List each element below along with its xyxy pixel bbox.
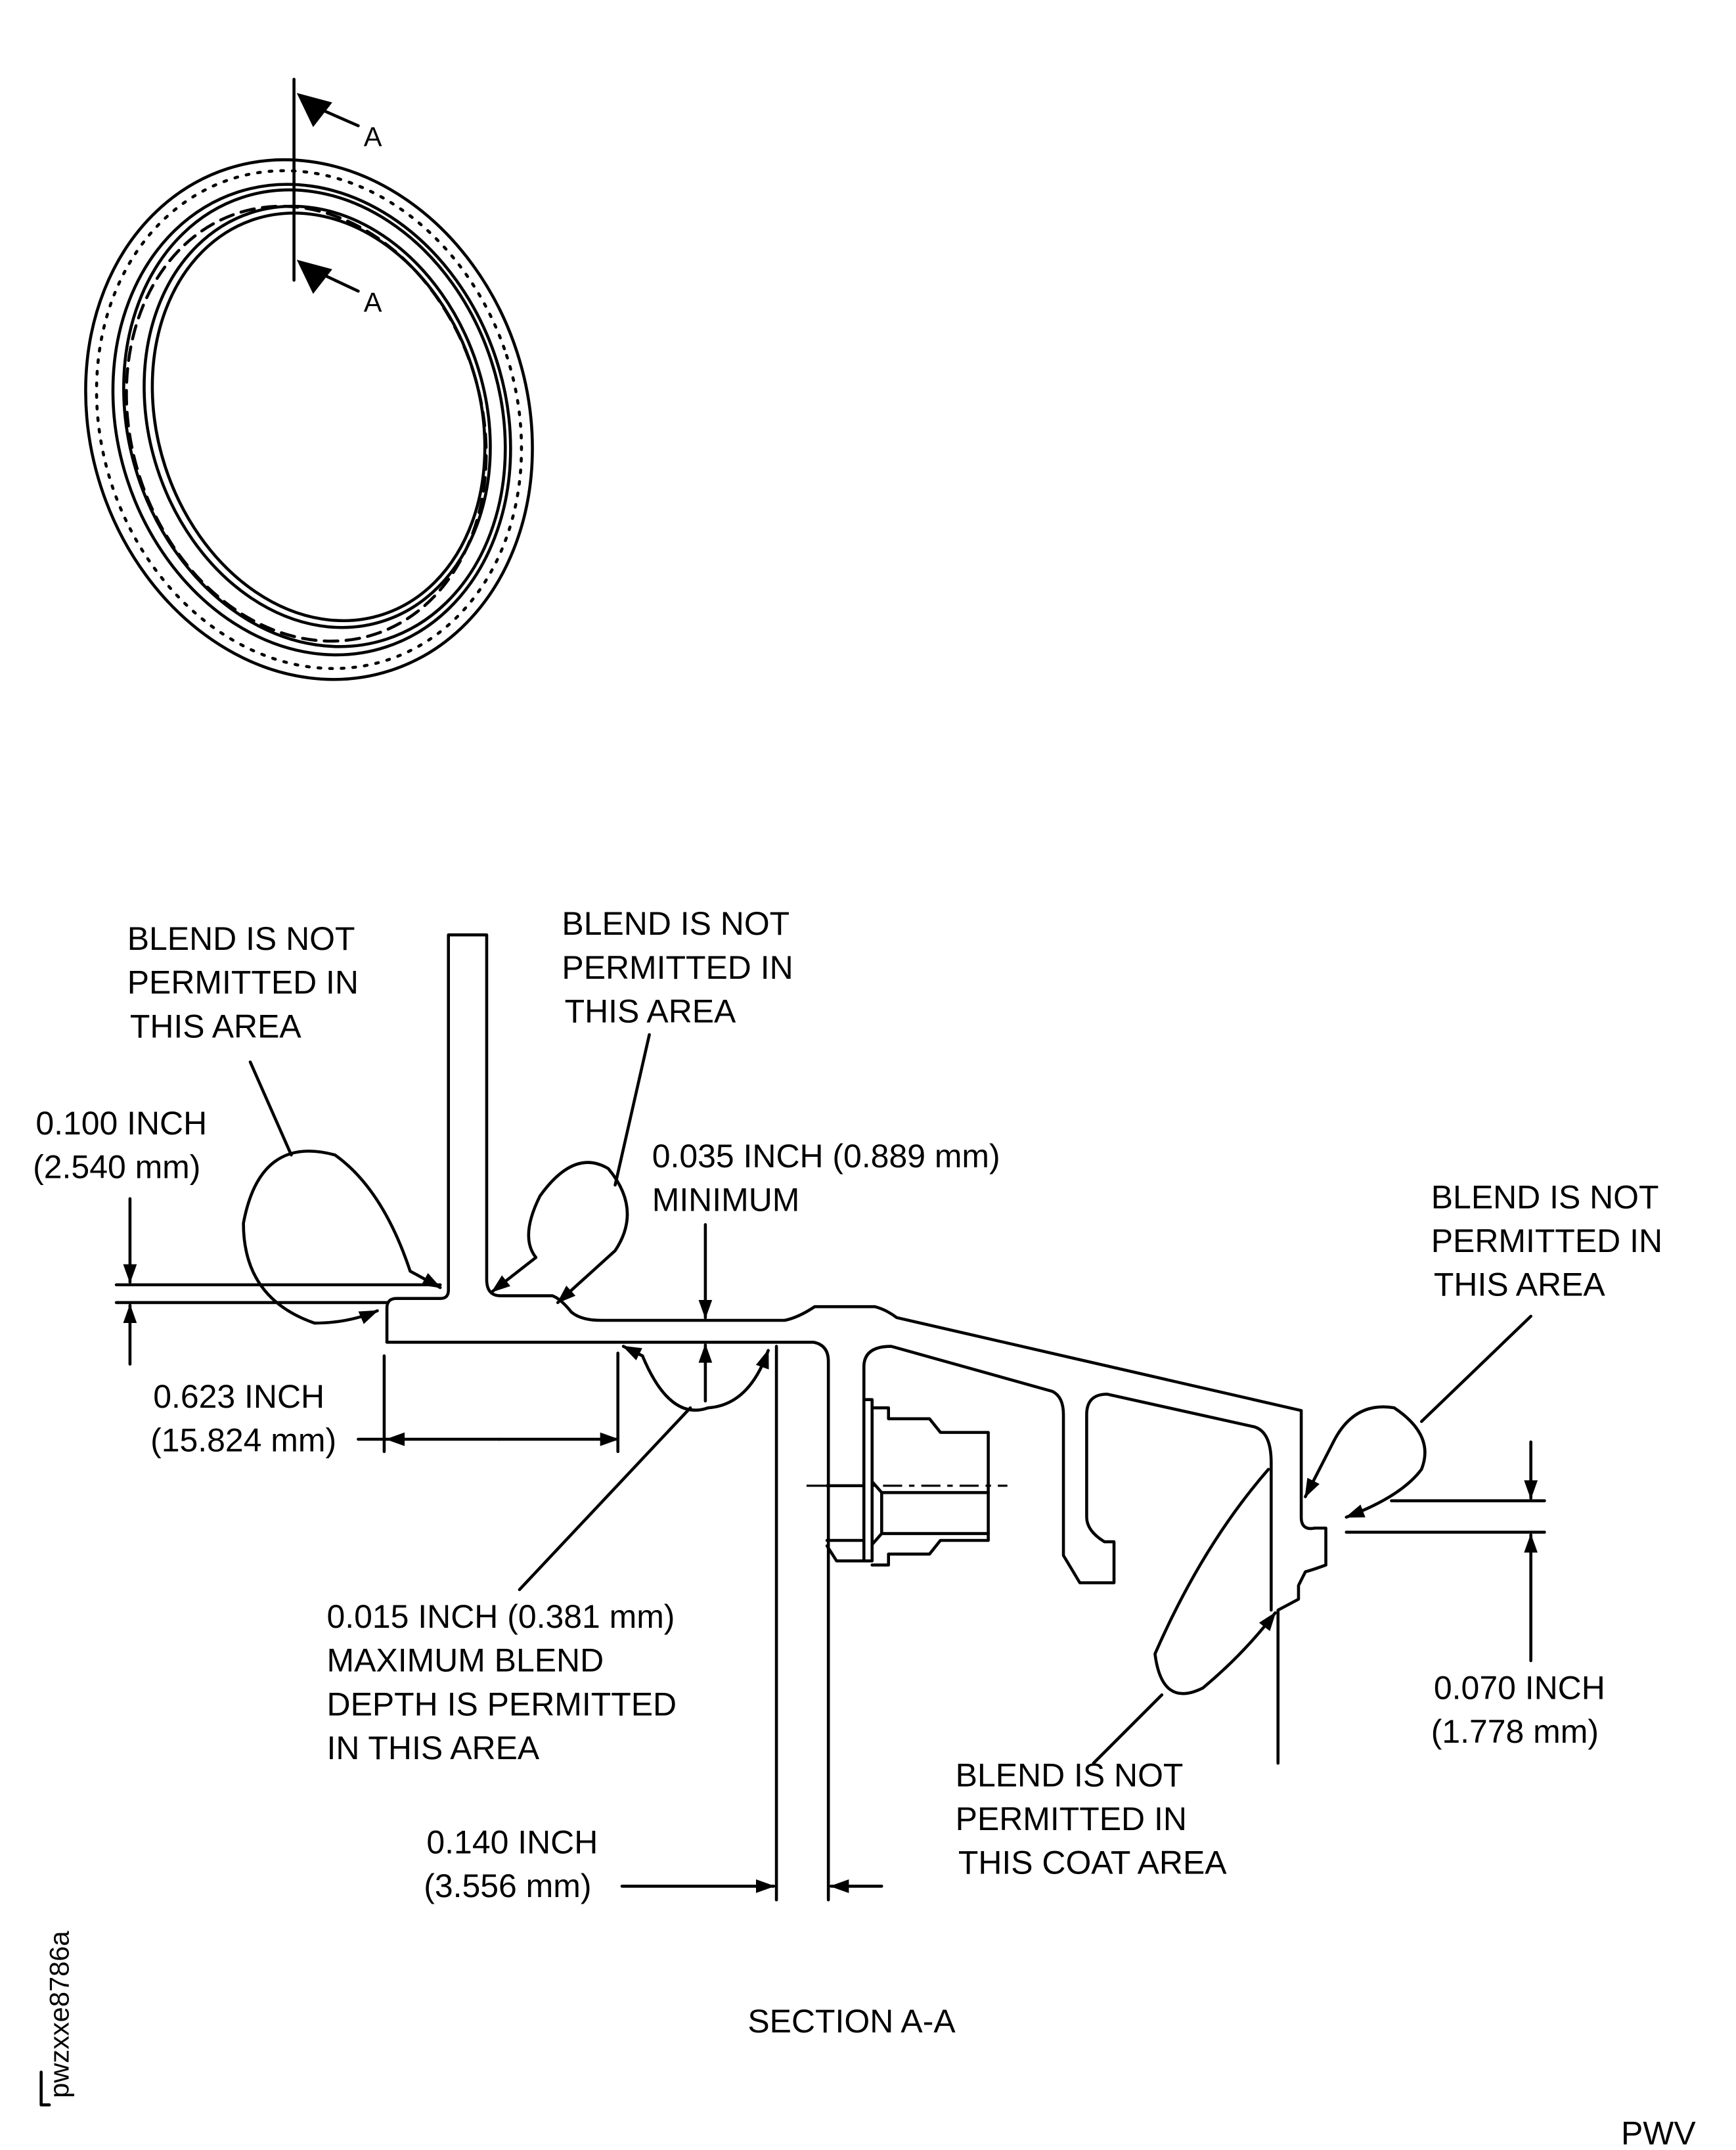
note-no-blend-coat: BLEND IS NOT PERMITTED IN THIS COAT AREA (956, 1757, 1228, 1881)
dim-label-0623: 0.623 INCH (15.824 mm) (150, 1378, 336, 1459)
svg-text:THIS AREA: THIS AREA (130, 1008, 301, 1044)
svg-text:PERMITTED IN: PERMITTED IN (1431, 1222, 1662, 1259)
note-no-blend-right: BLEND IS NOT PERMITTED IN THIS AREA (1431, 1178, 1662, 1303)
cut-label-bottom: A (364, 286, 382, 317)
svg-text:PERMITTED IN: PERMITTED IN (956, 1801, 1187, 1837)
dim-label-0035: 0.035 INCH (0.889 mm) MINIMUM (652, 1138, 1000, 1219)
publisher-mark: PWV (1621, 2115, 1696, 2150)
svg-text:MAXIMUM BLEND: MAXIMUM BLEND (327, 1642, 604, 1679)
note-no-blend-top-left: BLEND IS NOT PERMITTED IN THIS AREA (127, 920, 359, 1044)
svg-text:PERMITTED IN: PERMITTED IN (562, 949, 793, 986)
max-blend-zone (640, 1349, 770, 1412)
svg-text:pwzxxe8786a: pwzxxe8786a (43, 1931, 74, 2098)
no-blend-zone-center (527, 1161, 629, 1305)
no-blend-zone-coat (1153, 1467, 1277, 1695)
section-cut-line: A A (292, 78, 382, 317)
svg-text:0.035 INCH (0.889 mm): 0.035 INCH (0.889 mm) (652, 1138, 1000, 1175)
dim-label-0100: 0.100 INCH (2.540 mm) (33, 1105, 207, 1186)
svg-text:THIS AREA: THIS AREA (565, 993, 736, 1029)
svg-text:(1.778 mm): (1.778 mm) (1431, 1713, 1599, 1750)
svg-text:(3.556 mm): (3.556 mm) (424, 1868, 591, 1904)
svg-text:(2.540 mm): (2.540 mm) (33, 1149, 200, 1186)
svg-text:PERMITTED IN: PERMITTED IN (127, 964, 359, 1001)
svg-text:0.100 INCH: 0.100 INCH (35, 1105, 207, 1142)
dimension-lines (114, 1033, 1546, 1893)
no-blend-zone-right (1331, 1405, 1427, 1519)
svg-text:BLEND IS NOT: BLEND IS NOT (1431, 1178, 1659, 1215)
section-profile (385, 933, 1327, 1902)
no-blend-zone-left (242, 1150, 412, 1325)
svg-text:BLEND IS NOT: BLEND IS NOT (127, 920, 355, 957)
svg-text:MINIMUM: MINIMUM (652, 1182, 800, 1219)
svg-text:IN THIS AREA: IN THIS AREA (327, 1730, 540, 1766)
figure-id: pwzxxe8786a (39, 1931, 74, 2107)
svg-text:(15.824 mm): (15.824 mm) (150, 1422, 336, 1459)
svg-text:BLEND IS NOT: BLEND IS NOT (956, 1757, 1184, 1794)
cut-arrow-bottom-icon (296, 259, 332, 294)
section-title: SECTION A-A (747, 2003, 956, 2040)
cut-label-top: A (364, 122, 382, 152)
bolt-fastener (806, 1398, 1008, 1567)
svg-text:0.623 INCH: 0.623 INCH (153, 1378, 324, 1415)
svg-text:0.015 INCH (0.381 mm): 0.015 INCH (0.381 mm) (327, 1598, 675, 1635)
ring-iso-view (84, 158, 534, 681)
svg-text:BLEND IS NOT: BLEND IS NOT (562, 905, 790, 942)
dim-label-0070: 0.070 INCH (1.778 mm) (1431, 1669, 1605, 1750)
note-no-blend-top-center: BLEND IS NOT PERMITTED IN THIS AREA (562, 905, 793, 1029)
note-max-blend: 0.015 INCH (0.381 mm) MAXIMUM BLEND DEPT… (327, 1598, 677, 1766)
svg-text:THIS COAT AREA: THIS COAT AREA (958, 1845, 1227, 1881)
svg-text:THIS AREA: THIS AREA (1434, 1266, 1605, 1303)
svg-text:DEPTH IS PERMITTED: DEPTH IS PERMITTED (327, 1686, 677, 1722)
dim-label-0140: 0.140 INCH (3.556 mm) (424, 1824, 598, 1904)
cut-arrow-top-icon (296, 93, 332, 127)
svg-text:0.070 INCH: 0.070 INCH (1434, 1669, 1605, 1706)
svg-text:0.140 INCH: 0.140 INCH (426, 1824, 598, 1860)
